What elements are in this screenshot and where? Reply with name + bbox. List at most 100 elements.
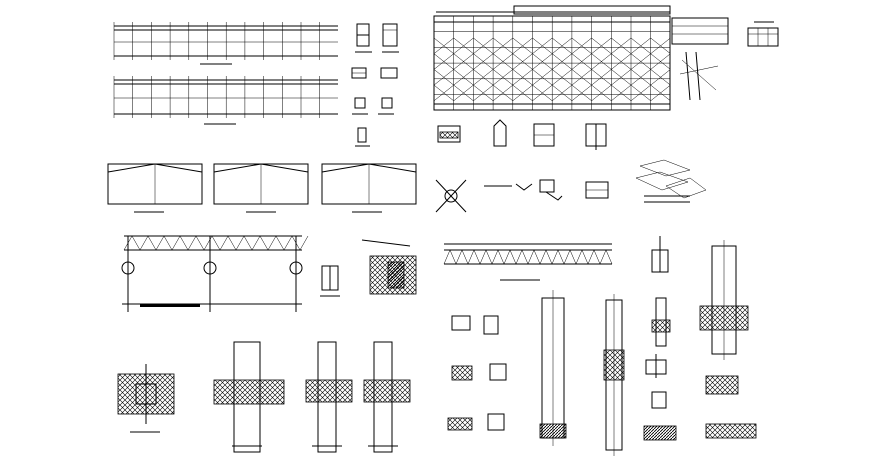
drawing-line (532, 69, 553, 86)
drawing-line (512, 69, 533, 86)
drawing-line (552, 37, 573, 54)
footing-section-3 (363, 341, 411, 453)
drawing-line (267, 235, 277, 251)
drawing-line (492, 69, 513, 86)
drawing-line (203, 235, 213, 251)
drawing-line (492, 53, 513, 70)
drawing-line (227, 235, 237, 251)
drawing-line (605, 249, 613, 265)
drawing-line (571, 69, 592, 86)
drawing-line (650, 53, 671, 70)
drawing-line (630, 69, 651, 86)
bracing-plan-side-strip (671, 17, 729, 101)
drawing-line (557, 249, 565, 265)
drawing-line (611, 69, 632, 86)
drawing-line (581, 249, 589, 265)
drawing-line (453, 53, 474, 70)
drawing-line (497, 249, 505, 265)
drawing-line (473, 249, 481, 265)
small-truss-key (747, 21, 779, 47)
drawing-line (527, 249, 535, 265)
drawing-line (521, 249, 529, 265)
purlin-connection-details (435, 119, 609, 213)
drawing-line (545, 249, 553, 265)
drawing-line (512, 53, 533, 70)
drawing-line (509, 249, 517, 265)
drawing-line (650, 84, 671, 101)
drawing-line (473, 69, 494, 86)
drawing-line (433, 53, 454, 70)
drawing-line (219, 235, 229, 251)
drawing-line (532, 37, 553, 54)
drawing-line (563, 249, 571, 265)
drawing-line (575, 249, 583, 265)
drawing-line (433, 37, 454, 54)
framing-elevation-bottom (113, 76, 338, 125)
drawing-line (243, 235, 253, 251)
drawing-line (433, 84, 454, 101)
drawing-line (591, 69, 612, 86)
drawing-line (251, 235, 261, 251)
drawing-line (492, 84, 513, 101)
drawing-line (139, 235, 149, 251)
drawing-line (155, 235, 165, 251)
drawing-line (283, 235, 293, 251)
drawing-line (533, 249, 541, 265)
drawing-line (492, 37, 513, 54)
tall-column-detail-1 (539, 290, 567, 446)
drawing-line (503, 249, 511, 265)
drawing-line (650, 37, 671, 54)
drawing-line (259, 235, 269, 251)
frame-elevation-1 (107, 163, 203, 213)
drawing-line (299, 235, 309, 251)
drawing-line (571, 53, 592, 70)
drawing-line (449, 249, 457, 265)
drawing-line (512, 37, 533, 54)
drawing-line (211, 235, 221, 251)
drawing-line (599, 249, 607, 265)
drawing-line (235, 235, 245, 251)
drawing-line (171, 235, 181, 251)
connection-details-column (351, 23, 399, 147)
drawing-line (479, 249, 487, 265)
drawing-line (515, 249, 523, 265)
small-detail-cluster-bottom (447, 315, 507, 431)
column-section-detail (320, 265, 340, 297)
drawing-line (491, 249, 499, 265)
drawing-line (591, 37, 612, 54)
drawing-line (512, 84, 533, 101)
drawing-line (467, 249, 475, 265)
drawing-line (630, 37, 651, 54)
drawing-line (453, 37, 474, 54)
drawing-line (611, 84, 632, 101)
footing-plan-detail (117, 364, 175, 433)
drawing-line (455, 249, 463, 265)
footing-section-1 (213, 341, 285, 453)
drawing-line (552, 53, 573, 70)
drawing-line (275, 235, 285, 251)
drawing-line (551, 249, 559, 265)
drawing-line (179, 235, 189, 251)
drawing-line (593, 249, 601, 265)
drawing-line (552, 84, 573, 101)
drawing-line (571, 84, 592, 101)
drawing-line (473, 84, 494, 101)
framing-elevation-top (113, 22, 338, 65)
drawing-line (587, 249, 595, 265)
drawing-line (453, 69, 474, 86)
frame-elevation-3 (321, 163, 417, 213)
drawing-line (187, 235, 197, 251)
drawing-line (569, 249, 577, 265)
drawing-line (453, 84, 474, 101)
drawing-line (650, 69, 671, 86)
footing-hatched-detail (361, 239, 417, 295)
drawing-line (131, 235, 141, 251)
drawing-line (539, 249, 547, 265)
drawing-line (532, 84, 553, 101)
drawing-line (552, 69, 573, 86)
drawing-line (611, 53, 632, 70)
drawing-line (591, 53, 612, 70)
drawing-line (443, 249, 451, 265)
drawing-line (461, 249, 469, 265)
long-truss-elevation (443, 243, 613, 281)
